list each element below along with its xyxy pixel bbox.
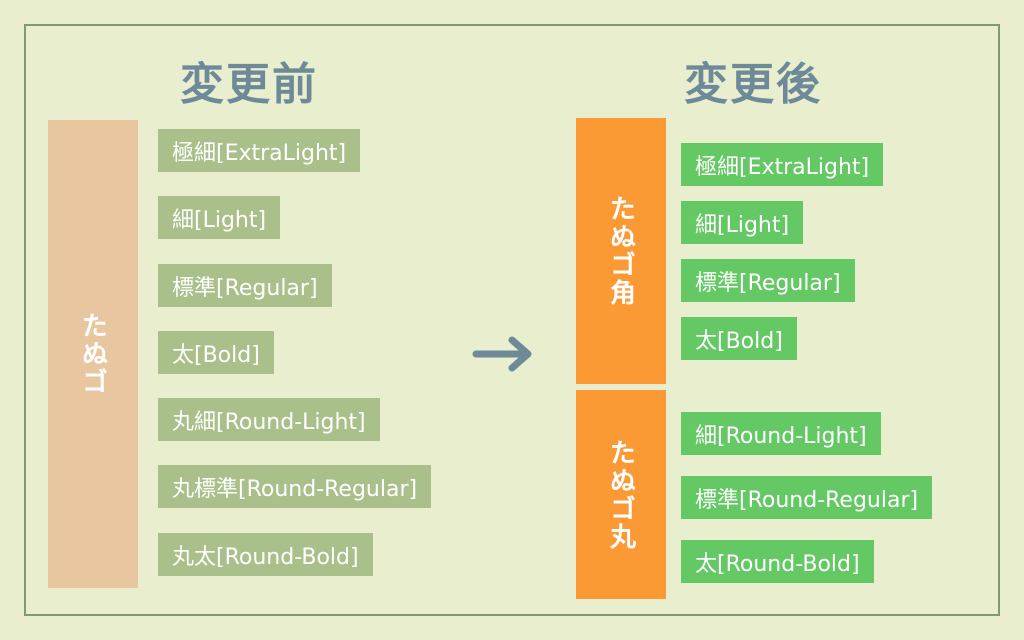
- after-maru-weight-light: 細[Round-Light]: [681, 412, 881, 455]
- before-group-bar: たぬゴ: [48, 120, 138, 588]
- before-weight-bold: 太[Bold]: [158, 331, 274, 374]
- before-weight-round-regular: 丸標準[Round-Regular]: [158, 465, 432, 508]
- after-kaku-weight-bold: 太[Bold]: [681, 317, 797, 360]
- after-group-bar-kaku: たぬゴ角: [576, 118, 666, 384]
- before-weight-regular: 標準[Regular]: [158, 264, 332, 307]
- after-kaku-weight-regular: 標準[Regular]: [681, 259, 855, 302]
- after-heading: 変更後: [684, 59, 822, 110]
- after-group-label-maru: たぬゴ丸: [605, 438, 636, 551]
- diagram-frame: [24, 24, 1000, 616]
- before-weight-light: 細[Light]: [158, 196, 281, 239]
- after-group-bar-maru: たぬゴ丸: [576, 390, 666, 599]
- arrow-right-icon: [472, 336, 532, 372]
- before-weight-round-bold: 丸太[Round-Bold]: [158, 533, 373, 576]
- before-weight-extralight: 極細[ExtraLight]: [158, 129, 361, 172]
- after-kaku-weight-light: 細[Light]: [681, 201, 804, 244]
- after-group-label-kaku: たぬゴ角: [605, 195, 636, 307]
- before-weight-round-light: 丸細[Round-Light]: [158, 398, 380, 441]
- before-heading: 変更前: [180, 59, 318, 110]
- before-group-label: たぬゴ: [77, 312, 108, 396]
- after-maru-weight-bold: 太[Round-Bold]: [681, 540, 874, 583]
- after-maru-weight-regular: 標準[Round-Regular]: [681, 476, 933, 519]
- after-kaku-weight-extralight: 極細[ExtraLight]: [681, 143, 884, 186]
